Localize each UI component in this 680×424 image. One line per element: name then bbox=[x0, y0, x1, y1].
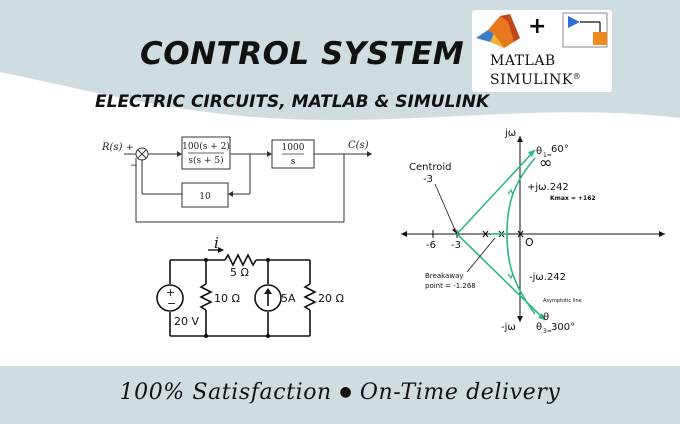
circuit-voltage-source: 20 V bbox=[174, 315, 199, 328]
simulink-logo-label: SIMULINK bbox=[490, 72, 573, 88]
circuit-vsource-plus: + bbox=[166, 286, 175, 299]
rl-kmax: Kmax = +162 bbox=[550, 195, 596, 202]
footer-delivery: On-Time delivery bbox=[359, 380, 561, 405]
registered-mark: ® bbox=[572, 72, 582, 81]
rl-origin-label: O bbox=[525, 236, 534, 249]
circuit-current-source: 5A bbox=[281, 292, 296, 305]
electric-circuit: + − i 5 Ω 10 Ω 20 V 5A 20 Ω bbox=[156, 234, 344, 338]
rl-theta-top: θ bbox=[536, 146, 542, 157]
circuit-shunt-resistor: 10 Ω bbox=[214, 292, 240, 305]
rl-centroid-value: -3 bbox=[423, 174, 433, 185]
rl-asymptotic-label: Asymptotic line bbox=[543, 298, 582, 304]
rl-theta-bottom: θ bbox=[543, 312, 549, 323]
circuit-right-resistor: 20 Ω bbox=[318, 292, 344, 305]
rl-tick-neg3: -3 bbox=[451, 240, 461, 251]
matlab-logo-text: MATLAB bbox=[490, 53, 556, 69]
bd-block2-denominator: s bbox=[291, 157, 296, 167]
footer-tagline: 100% Satisfaction ● On-Time delivery bbox=[0, 380, 680, 405]
rl-breakaway-point: point = -1.268 bbox=[425, 282, 476, 290]
block-diagram: R(s) + − 100(s + 2) s(s + 5) 1000 s 10 C… bbox=[101, 136, 372, 223]
bd-block1-denominator: s(s + 5) bbox=[188, 155, 223, 166]
page-subtitle: ELECTRIC CIRCUITS, MATLAB & SIMULINK bbox=[95, 92, 490, 112]
bd-feedback-gain: 10 bbox=[199, 192, 211, 202]
rl-jw-label: jω bbox=[504, 128, 516, 139]
rl-infinity: ∞ bbox=[539, 153, 552, 172]
rl-neg-crossing: -jω.242 bbox=[529, 272, 566, 283]
bd-plus-sign: + bbox=[126, 143, 134, 153]
bd-block2-numerator: 1000 bbox=[282, 143, 305, 153]
simulink-logo-icon bbox=[562, 12, 608, 48]
footer-satisfaction: 100% Satisfaction bbox=[119, 380, 332, 405]
page-title: CONTROL SYSTEM bbox=[140, 36, 465, 72]
bd-input-label: R(s) bbox=[101, 142, 123, 153]
footer-bullet-icon: ● bbox=[339, 384, 353, 400]
matlab-logo-icon bbox=[476, 14, 520, 48]
rl-pos-crossing: +jω.242 bbox=[527, 182, 569, 193]
rl-theta-bottom-angle: 300° bbox=[551, 322, 575, 333]
plus-sign: + bbox=[528, 14, 547, 39]
circuit-vsource-minus: − bbox=[167, 297, 176, 310]
circuit-series-resistor: 5 Ω bbox=[230, 266, 249, 279]
rl-theta-bottom2: θ bbox=[536, 322, 542, 333]
circuit-current-label: i bbox=[214, 234, 219, 252]
rl-theta-top-sub: 1= bbox=[543, 152, 552, 159]
rl-tick-neg6: -6 bbox=[426, 240, 436, 251]
root-locus-plot: jω -jω θ 1= 60° ∞ Centroid -3 +jω.242 Km… bbox=[401, 128, 665, 335]
simulink-logo-text: SIMULINK® bbox=[490, 72, 581, 88]
rl-neg-jw-label: -jω bbox=[501, 322, 516, 333]
rl-theta-top-angle: 60° bbox=[551, 144, 569, 155]
bd-minus-sign: − bbox=[130, 161, 138, 171]
bd-block1-numerator: 100(s + 2) bbox=[182, 141, 230, 152]
rl-theta-bottom-sub: 3= bbox=[543, 328, 552, 335]
rl-centroid-label: Centroid bbox=[409, 162, 452, 173]
footer-band bbox=[0, 366, 680, 424]
bd-output-label: C(s) bbox=[348, 140, 369, 151]
rl-breakaway-label: Breakaway bbox=[425, 272, 464, 280]
